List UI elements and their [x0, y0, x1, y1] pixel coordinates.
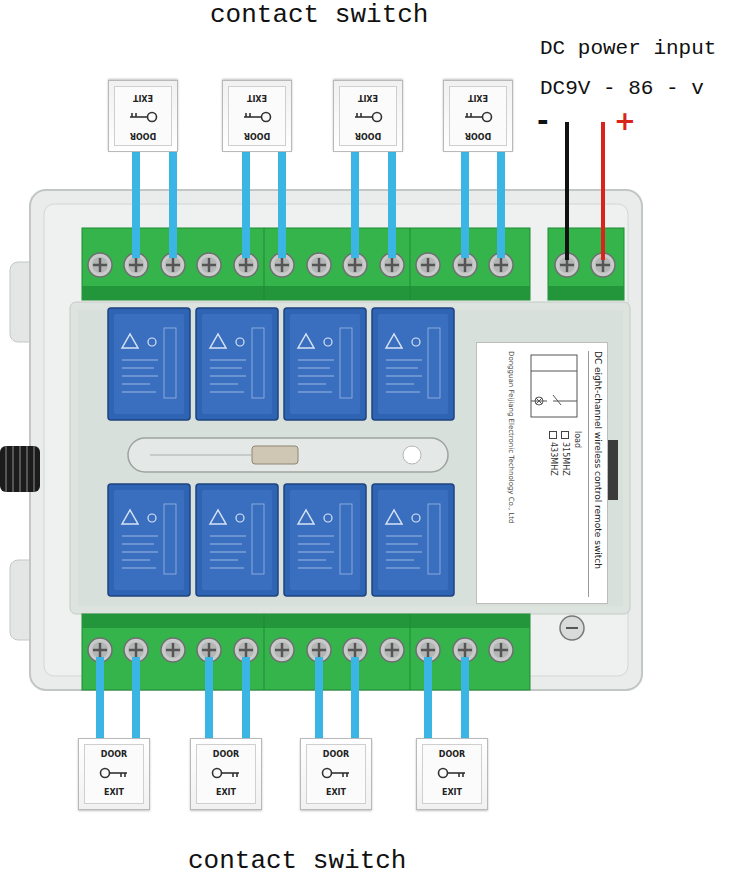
switch-text: DOOR — [323, 750, 349, 759]
switch-text: DOOR — [355, 131, 381, 140]
sticker-options: load315MHZ433MHZ — [547, 431, 583, 476]
positive-sign: + — [614, 106, 636, 137]
receiver-module — [128, 438, 448, 472]
exit-switch: DOOR EXIT — [443, 80, 513, 152]
negative-wire — [565, 122, 569, 260]
checkbox — [561, 431, 569, 439]
switch-text: EXIT — [216, 788, 236, 797]
relays — [108, 308, 454, 596]
antenna-coil — [0, 446, 40, 492]
negative-sign: - — [537, 104, 549, 138]
exit-switch: DOOR EXIT — [78, 738, 150, 810]
switch-plate: DOOR EXIT — [449, 86, 507, 146]
power-heading: DC power input — [540, 36, 716, 61]
sticker-title: DC eight-channel wireless control remote… — [588, 351, 603, 597]
key-holder — [99, 765, 129, 783]
switch-plate: DOOR EXIT — [422, 744, 482, 804]
switch-plate: DOOR EXIT — [339, 86, 397, 146]
positive-wire — [601, 122, 605, 260]
key-holder — [353, 108, 383, 126]
exit-switch: DOOR EXIT — [416, 738, 488, 810]
sticker-option: 433MHZ — [547, 431, 559, 476]
sticker-option: load — [571, 431, 583, 476]
housing — [10, 190, 642, 690]
manufacturer-text: Dongguan Feijiang Electronic Technology … — [506, 351, 515, 597]
key-icon — [353, 112, 383, 124]
exit-switch: DOOR EXIT — [108, 80, 178, 152]
sticker-text: 433MHZ — [547, 442, 559, 476]
switch-text: EXIT — [247, 93, 267, 102]
key-holder — [437, 765, 467, 783]
exit-switch: DOOR EXIT — [300, 738, 372, 810]
voltage-range: DC9V - 86 - v — [540, 76, 704, 101]
switch-text: EXIT — [358, 93, 378, 102]
switch-wires — [100, 148, 501, 742]
key-icon — [437, 767, 467, 779]
switch-text: DOOR — [213, 750, 239, 759]
key-holder — [242, 108, 272, 126]
key-icon — [128, 112, 158, 124]
exit-switch: DOOR EXIT — [190, 738, 262, 810]
key-holder — [321, 765, 351, 783]
switch-plate: DOOR EXIT — [114, 86, 172, 146]
switch-plate: DOOR EXIT — [306, 744, 366, 804]
sticker-row: load315MHZ433MHZ — [521, 351, 583, 597]
switch-heading: contact switch — [210, 0, 428, 31]
switch-text: EXIT — [468, 93, 488, 102]
wiring-schematic — [525, 351, 583, 421]
switch-text: DOOR — [130, 131, 156, 140]
switch-plate: DOOR EXIT — [196, 744, 256, 804]
key-icon — [463, 112, 493, 124]
sticker-text: 315MHZ — [559, 442, 571, 476]
switch-text: EXIT — [133, 93, 153, 102]
key-holder — [463, 108, 493, 126]
switch-text: DOOR — [439, 750, 465, 759]
switch-text: EXIT — [104, 788, 124, 797]
switch-text: EXIT — [442, 788, 462, 797]
switch-text: DOOR — [465, 131, 491, 140]
switch-text: DOOR — [101, 750, 127, 759]
switch-plate: DOOR EXIT — [84, 744, 144, 804]
key-holder — [128, 108, 158, 126]
checkbox — [549, 431, 557, 439]
switch-plate: DOOR EXIT — [228, 86, 286, 146]
sticker-text: load — [571, 431, 583, 448]
sticker-content: DC eight-channel wireless control remote… — [477, 343, 608, 604]
switch-text: DOOR — [244, 131, 270, 140]
key-icon — [242, 112, 272, 124]
key-holder — [211, 765, 241, 783]
sticker-option: 315MHZ — [559, 431, 571, 476]
exit-switch: DOOR EXIT — [222, 80, 292, 152]
terminal-blocks — [82, 228, 624, 690]
exit-switch: DOOR EXIT — [333, 80, 403, 152]
schematic-holder — [521, 351, 583, 421]
key-icon — [99, 767, 129, 779]
switch-text: EXIT — [326, 788, 346, 797]
key-icon — [321, 767, 351, 779]
key-icon — [211, 767, 241, 779]
switch-heading: contact switch — [188, 846, 406, 877]
label-sticker: DC eight-channel wireless control remote… — [476, 342, 608, 604]
terminal-screws — [88, 253, 615, 662]
